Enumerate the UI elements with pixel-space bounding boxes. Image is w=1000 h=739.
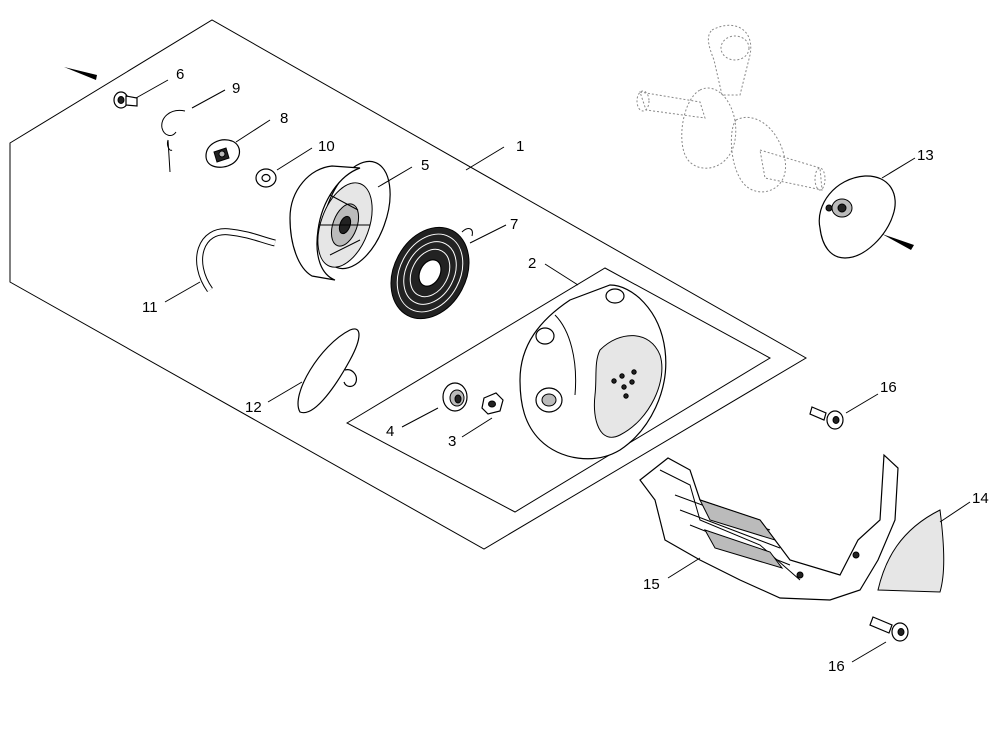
callout-6: 6 xyxy=(176,66,184,83)
direction-arrow-right xyxy=(882,234,914,250)
leader-1 xyxy=(465,146,505,171)
leader-9 xyxy=(191,89,226,109)
part-9-spring-clip xyxy=(161,109,186,173)
leader-13 xyxy=(881,157,916,179)
callout-5: 5 xyxy=(421,157,429,174)
leader-2 xyxy=(544,263,579,286)
callout-9: 9 xyxy=(232,80,240,97)
part-11-starter-rope xyxy=(196,228,276,293)
leader-lines xyxy=(135,79,971,663)
leader-5 xyxy=(377,166,413,188)
assembly-frame-outer xyxy=(9,19,807,550)
callout-13: 13 xyxy=(917,147,934,164)
leader-6 xyxy=(135,79,169,99)
callout-10: 10 xyxy=(318,138,335,155)
part-7-recoil-spring xyxy=(390,226,473,320)
callout-16-upper: 16 xyxy=(880,379,897,396)
leader-15 xyxy=(667,557,701,579)
assembly-frame-inner xyxy=(345,267,772,513)
part-16-bolt-lower xyxy=(869,616,909,642)
crankshaft-reference xyxy=(636,24,826,193)
callout-16-lower: 16 xyxy=(828,658,845,675)
part-6-screw xyxy=(113,91,138,109)
leader-10 xyxy=(276,147,313,171)
callout-3: 3 xyxy=(448,433,456,450)
callout-12: 12 xyxy=(245,399,262,416)
part-13-pulley-plate xyxy=(818,175,896,259)
callout-4: 4 xyxy=(386,423,394,440)
part-5-reel xyxy=(289,160,391,281)
leader-14 xyxy=(939,501,971,523)
leader-12 xyxy=(267,381,303,403)
callout-7: 7 xyxy=(510,216,518,233)
part-16-bolt-upper xyxy=(809,406,844,430)
callout-2: 2 xyxy=(528,255,536,272)
part-3-nut xyxy=(481,392,504,415)
part-2-starter-housing xyxy=(519,284,667,460)
leader-16-upper xyxy=(845,393,879,414)
part-15-guide-bracket xyxy=(639,453,899,601)
callout-11: 11 xyxy=(142,299,158,316)
callout-8: 8 xyxy=(280,110,288,127)
callout-labels: 1 2 3 4 5 6 7 8 9 10 11 12 13 14 15 16 1… xyxy=(142,66,989,675)
leader-8 xyxy=(235,119,271,143)
leader-4 xyxy=(401,407,439,428)
direction-arrow-top-left xyxy=(64,67,97,80)
part-8-pawl xyxy=(205,139,241,168)
part-10-washer xyxy=(255,168,277,188)
callout-14: 14 xyxy=(972,490,989,507)
callout-1: 1 xyxy=(516,138,524,155)
leader-16-lower xyxy=(851,641,887,663)
part-14-shield xyxy=(877,509,945,593)
callout-15: 15 xyxy=(643,576,660,593)
leader-7 xyxy=(469,224,507,244)
leader-3 xyxy=(461,417,493,438)
leader-11 xyxy=(164,281,201,303)
part-12-handle xyxy=(297,328,360,414)
part-4-bushing xyxy=(442,382,468,412)
